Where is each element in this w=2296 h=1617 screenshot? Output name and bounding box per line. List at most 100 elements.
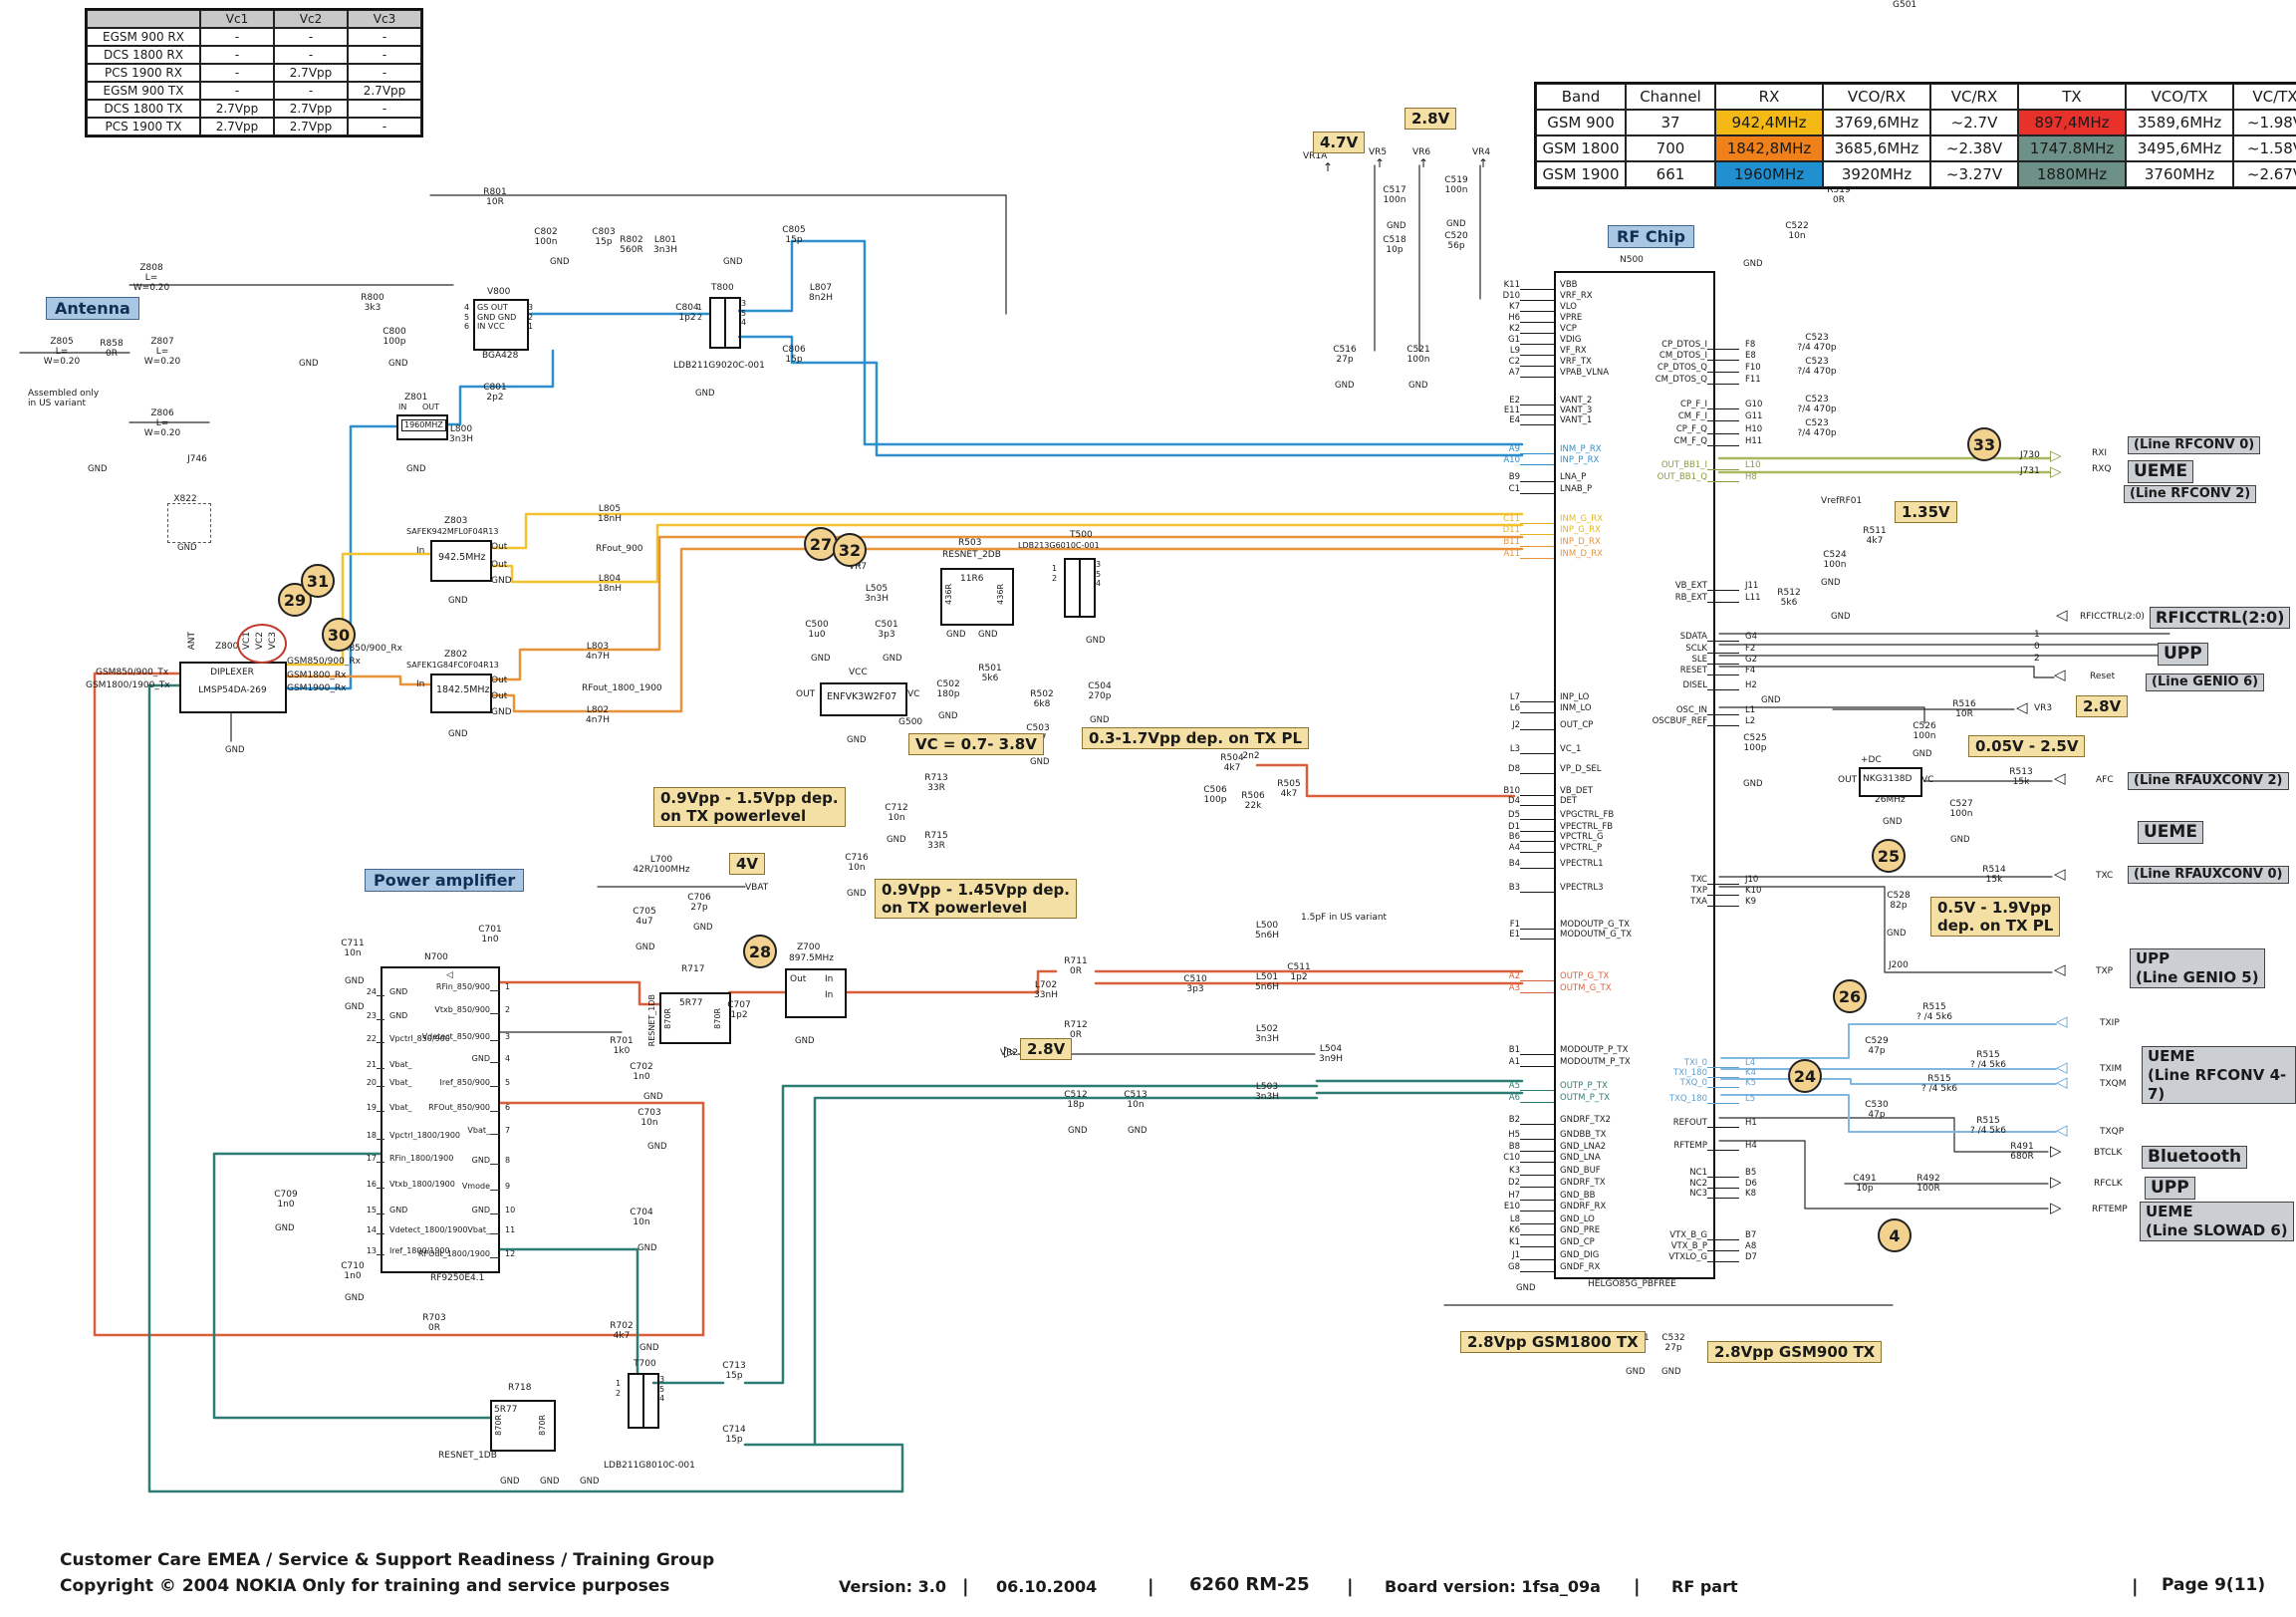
component: L702 33nH bbox=[1034, 980, 1058, 1000]
net-label: TXQP bbox=[2100, 1127, 2125, 1137]
pin-pad: L7 bbox=[1509, 692, 1520, 702]
pin-name: CP_DTOS_Q bbox=[1657, 363, 1707, 373]
pin-name: Vtxb_850/900 bbox=[434, 1005, 490, 1014]
vc-table-row: DCS 1800 RX - - - bbox=[87, 46, 421, 64]
net-label: VBAT bbox=[745, 883, 769, 893]
pin-stub bbox=[1520, 456, 1554, 465]
z802-ref: Z802 bbox=[444, 650, 468, 660]
pin-name: TXQ_180 bbox=[1668, 1094, 1707, 1104]
component-value: L= W=0.20 bbox=[143, 347, 181, 368]
component-ref: L502 bbox=[1255, 1024, 1279, 1034]
pin-pad: 11 bbox=[505, 1225, 516, 1234]
pin-pad: C2 bbox=[1508, 357, 1520, 367]
component-ref: C513 bbox=[1124, 1090, 1148, 1100]
pin-name: GND_LO bbox=[1560, 1214, 1595, 1224]
vc-h0 bbox=[87, 10, 200, 28]
pin-stub bbox=[490, 1226, 500, 1234]
gnd-label: GND bbox=[1950, 835, 1970, 845]
footer-text: 06.10.2004 bbox=[996, 1577, 1098, 1596]
pin-pad: 8 bbox=[505, 1156, 511, 1165]
component-ref: C518 bbox=[1383, 235, 1406, 245]
pin-pad: L11 bbox=[1745, 593, 1761, 603]
g501-out: OUT bbox=[1838, 775, 1858, 785]
component: R516 10R bbox=[1952, 699, 1975, 719]
pin-pad: 24 bbox=[366, 987, 377, 996]
annotation-note: 2.8V bbox=[1404, 108, 1457, 130]
component: C711 10n bbox=[341, 939, 364, 958]
component-value: 15k bbox=[1985, 875, 2003, 886]
vc-h3: Vc3 bbox=[348, 10, 421, 28]
pin-pad: B9 bbox=[1508, 472, 1520, 482]
pin-name: Iref_850/900 bbox=[439, 1078, 490, 1087]
v800-ref: V800 bbox=[487, 287, 511, 297]
pin-name: VTXLO_G bbox=[1668, 1252, 1707, 1262]
component: C518 10p bbox=[1383, 235, 1405, 255]
pin-pad: 13 bbox=[366, 1246, 377, 1255]
pin-pad: D5 bbox=[1508, 810, 1520, 820]
t500-ref: T500 bbox=[1070, 530, 1093, 540]
pin-stub bbox=[1520, 369, 1554, 378]
component-ref: C532 bbox=[1661, 1333, 1685, 1343]
component: C502 180p bbox=[936, 679, 959, 699]
pin-pad: E10 bbox=[1503, 1202, 1520, 1212]
pin-stub bbox=[1520, 358, 1554, 367]
pin-name: VB_EXT bbox=[1674, 581, 1707, 591]
component: R491 680R bbox=[2010, 1142, 2033, 1162]
annotation-note: 4V bbox=[729, 853, 766, 875]
n700-pin-right: Vbat_7 bbox=[390, 1126, 510, 1135]
gnd-label: GND bbox=[695, 389, 715, 399]
component-value: 1p2 bbox=[730, 1010, 748, 1021]
pin-pad: 6 bbox=[505, 1103, 511, 1112]
component: C805 15p bbox=[782, 225, 805, 245]
pin-stub bbox=[1707, 1095, 1739, 1104]
pin-pad: G2 bbox=[1745, 655, 1757, 665]
pin-stub bbox=[377, 1035, 384, 1043]
annotation-note: 1.35V bbox=[1895, 501, 1957, 523]
component-ref: R715 bbox=[924, 831, 948, 841]
pin-pad: D8 bbox=[1508, 764, 1520, 774]
pin-pad: A7 bbox=[1508, 368, 1520, 378]
pin-pad: A1 bbox=[1508, 1057, 1520, 1067]
n700-part: RF9250E4.1 bbox=[430, 1273, 485, 1283]
rf-chip-n500 bbox=[1554, 271, 1715, 1279]
pin-name: GNDRF_RX bbox=[1560, 1202, 1607, 1212]
component-value: 4n7H bbox=[586, 715, 610, 726]
component-ref: C528 bbox=[1887, 891, 1911, 901]
pin-stub bbox=[377, 1247, 384, 1255]
component-ref: C803 bbox=[592, 227, 616, 237]
pin-stub bbox=[1520, 526, 1554, 535]
component-ref: C512 bbox=[1064, 1090, 1088, 1100]
component-ref: C802 bbox=[534, 227, 558, 237]
component-value: 3k3 bbox=[364, 303, 382, 314]
footer-text: RF part bbox=[1671, 1577, 1738, 1596]
component-ref: R703 bbox=[422, 1313, 446, 1323]
pin-name: VTX_B_G bbox=[1669, 1230, 1707, 1240]
component-ref: R858 bbox=[100, 339, 124, 349]
pin-stub bbox=[1707, 1079, 1739, 1088]
diplexer-ref: Z800 bbox=[215, 642, 239, 652]
component-ref: C503 bbox=[1026, 723, 1050, 733]
pin-name: OSC_IN bbox=[1675, 705, 1707, 715]
pin-name: NC2 bbox=[1689, 1179, 1707, 1189]
osc-g501 bbox=[1859, 767, 1922, 797]
component-value: 100n bbox=[534, 237, 558, 248]
gnd-label: GND bbox=[345, 976, 365, 986]
n500-part: HELGO85G_PBFREE bbox=[1588, 1279, 1676, 1289]
component-value: 18p bbox=[1067, 1100, 1085, 1111]
pin-name: LNA_P bbox=[1560, 472, 1587, 482]
pin-pad: 9 bbox=[505, 1182, 511, 1191]
component-ref: R801 bbox=[483, 187, 507, 197]
net-label: RXI bbox=[2092, 448, 2108, 458]
